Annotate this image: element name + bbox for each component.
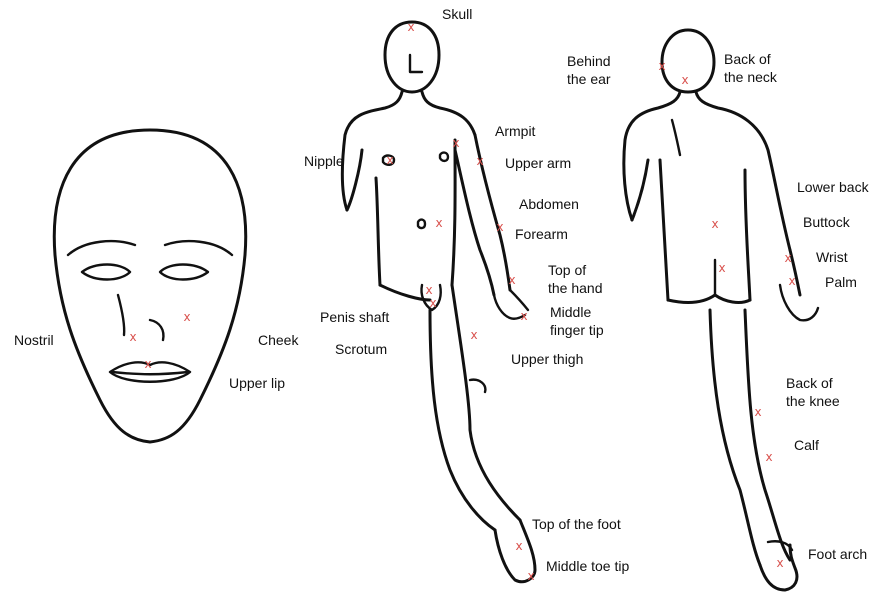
marker-lower-back: x: [711, 217, 718, 231]
marker-upper-lip: x: [144, 357, 151, 371]
label-back-of-the-knee: Back of the knee: [786, 374, 840, 410]
label-penis-shaft: Penis shaft: [320, 308, 389, 326]
marker-palm: x: [788, 274, 795, 288]
label-behind-the-ear: Behind the ear: [567, 52, 611, 88]
label-back-of-the-neck: Back of the neck: [724, 50, 777, 86]
marker-top-of-hand: x: [508, 273, 515, 287]
label-abdomen: Abdomen: [519, 195, 579, 213]
label-wrist: Wrist: [816, 248, 848, 266]
label-buttock: Buttock: [803, 213, 850, 231]
label-upper-thigh: Upper thigh: [511, 350, 583, 368]
marker-foot-arch: x: [776, 556, 783, 570]
label-scrotum: Scrotum: [335, 340, 387, 358]
marker-armpit: x: [452, 136, 459, 150]
marker-forearm: x: [496, 220, 503, 234]
label-middle-toe-tip: Middle toe tip: [546, 557, 629, 575]
label-upper-arm: Upper arm: [505, 154, 571, 172]
marker-back-of-knee: x: [754, 405, 761, 419]
marker-calf: x: [765, 450, 772, 464]
label-nipple: Nipple: [304, 152, 344, 170]
marker-wrist: x: [784, 251, 791, 265]
marker-penis-shaft: x: [425, 283, 432, 297]
label-palm: Palm: [825, 273, 857, 291]
marker-abdomen: x: [435, 216, 442, 230]
label-upper-lip: Upper lip: [229, 374, 285, 392]
marker-upper-thigh: x: [470, 328, 477, 342]
label-lower-back: Lower back: [797, 178, 869, 196]
label-foot-arch: Foot arch: [808, 545, 867, 563]
marker-buttock: x: [718, 261, 725, 275]
label-nostril: Nostril: [14, 331, 54, 349]
marker-upper-arm: x: [476, 154, 483, 168]
label-calf: Calf: [794, 436, 819, 454]
label-middle-finger-tip: Middle finger tip: [550, 303, 604, 339]
marker-skull: x: [407, 20, 414, 34]
label-skull: Skull: [442, 5, 472, 23]
label-top-of-foot: Top of the foot: [532, 515, 621, 533]
face-figure: [54, 130, 245, 442]
marker-behind-ear: x: [658, 59, 665, 73]
marker-middle-toe-tip: x: [527, 569, 534, 583]
front-body-figure: [342, 22, 535, 582]
label-top-of-hand: Top of the hand: [548, 261, 603, 297]
marker-back-of-neck: x: [681, 73, 688, 87]
marker-nostril: x: [129, 330, 136, 344]
back-body-figure: [624, 30, 818, 590]
marker-middle-finger-tip: x: [520, 309, 527, 323]
label-forearm: Forearm: [515, 225, 568, 243]
label-armpit: Armpit: [495, 122, 535, 140]
label-cheek: Cheek: [258, 331, 298, 349]
marker-cheek: x: [183, 310, 190, 324]
marker-scrotum: x: [429, 296, 436, 310]
marker-top-of-foot: x: [515, 539, 522, 553]
marker-nipple: x: [386, 153, 393, 167]
